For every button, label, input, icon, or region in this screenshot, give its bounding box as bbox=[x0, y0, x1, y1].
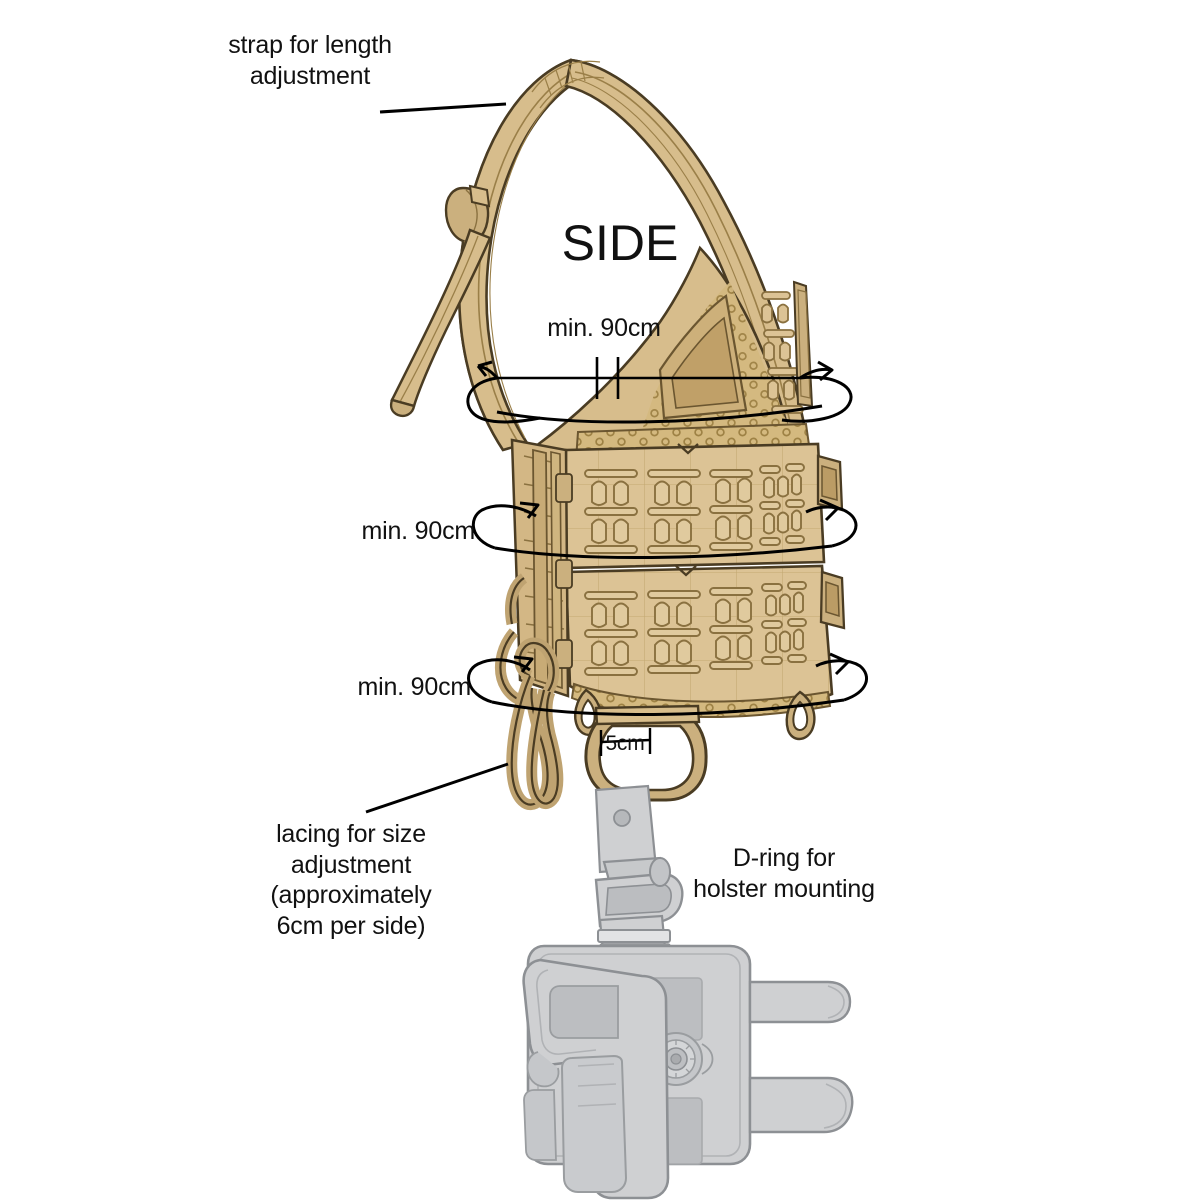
annotation-dring: D-ring for holster mounting bbox=[693, 844, 875, 903]
annotation-lacing: lacing for size adjustment (approximatel… bbox=[270, 820, 432, 940]
molle-slots-upper-panel bbox=[584, 463, 805, 554]
annotation-strap-length: strap for length adjustment bbox=[228, 31, 392, 90]
view-label-side: SIDE bbox=[561, 215, 679, 271]
circumference-wrap-middle bbox=[471, 498, 858, 560]
side-release-buckles bbox=[816, 454, 846, 630]
annotation-dimension-top: min. 90cm bbox=[547, 314, 661, 342]
circumference-wrap-lower bbox=[467, 652, 869, 717]
annotation-dring-width: 5cm bbox=[605, 732, 645, 755]
annotation-dimension-middle: min. 90cm bbox=[361, 517, 475, 545]
leader-line-lacing bbox=[365, 762, 509, 814]
annotation-dimension-lower: min. 90cm bbox=[357, 673, 471, 701]
measurement-overlays bbox=[365, 102, 869, 814]
lacing-cord bbox=[495, 573, 564, 811]
drop-leg-holster bbox=[522, 784, 854, 1200]
circumference-wrap-top bbox=[466, 360, 853, 424]
molle-slots-lower-panel bbox=[584, 581, 807, 676]
dimension-5cm bbox=[599, 728, 652, 756]
leader-line-strap bbox=[379, 102, 507, 114]
dimension-line-top bbox=[497, 357, 800, 399]
side-keeper-tabs bbox=[555, 473, 573, 669]
strap-keeper bbox=[444, 184, 491, 244]
